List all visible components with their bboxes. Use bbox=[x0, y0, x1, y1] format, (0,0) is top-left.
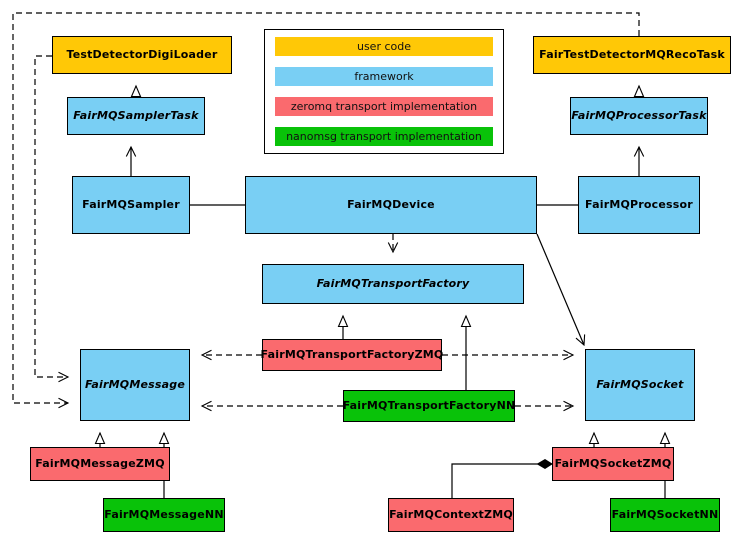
legend-item-nanomsg: nanomsg transport implementation bbox=[275, 127, 493, 146]
legend-label-framework: framework bbox=[354, 70, 414, 83]
class-node-testdetectordigiloader[interactable]: TestDetectorDigiLoader bbox=[52, 36, 232, 74]
legend-item-zeromq: zeromq transport implementation bbox=[275, 97, 493, 116]
legend-item-user-code: user code bbox=[275, 37, 493, 56]
legend: user code framework zeromq transport imp… bbox=[264, 29, 504, 154]
class-node-fairmqtransportfactoryzmq[interactable]: FairMQTransportFactoryZMQ bbox=[261, 339, 443, 371]
class-node-fairmqprocessortask[interactable]: FairMQProcessorTask bbox=[570, 97, 708, 135]
class-node-fairmqsocketzmq[interactable]: FairMQSocketZMQ bbox=[552, 447, 674, 481]
class-node-fairmqmessagezmq[interactable]: FairMQMessageZMQ bbox=[30, 447, 170, 481]
class-node-fairmqtransportfactory[interactable]: FairMQTransportFactory bbox=[262, 264, 524, 304]
class-node-fairmqsampler[interactable]: FairMQSampler bbox=[72, 176, 190, 234]
class-node-fairmqtransportfactorynn[interactable]: FairMQTransportFactoryNN bbox=[343, 390, 515, 422]
class-node-fairmqprocessor[interactable]: FairMQProcessor bbox=[578, 176, 700, 234]
edge-digiloader-to-message bbox=[34, 55, 70, 383]
legend-item-framework: framework bbox=[275, 67, 493, 86]
class-node-fairmqmessagenn[interactable]: FairMQMessageNN bbox=[103, 498, 225, 532]
class-node-fairmqcontextzmq[interactable]: FairMQContextZMQ bbox=[388, 498, 514, 532]
edge-device-to-socket bbox=[536, 233, 586, 347]
legend-label-user-code: user code bbox=[356, 40, 412, 53]
class-node-fairmqsamplertask[interactable]: FairMQSamplerTask bbox=[67, 97, 205, 135]
class-node-fairmqsocket[interactable]: FairMQSocket bbox=[585, 349, 695, 421]
class-node-fairmqdevice[interactable]: FairMQDevice bbox=[245, 176, 537, 234]
legend-label-zeromq: zeromq transport implementation bbox=[290, 100, 478, 113]
class-node-fairmqmessage[interactable]: FairMQMessage bbox=[80, 349, 190, 421]
legend-label-nanomsg: nanomsg transport implementation bbox=[286, 130, 482, 143]
class-node-fairtestdetectormqrecotask[interactable]: FairTestDetectorMQRecoTask bbox=[533, 36, 731, 74]
edge-socketzmq-to-contextzmq bbox=[451, 459, 553, 498]
class-node-fairmqsocketnn[interactable]: FairMQSocketNN bbox=[610, 498, 720, 532]
